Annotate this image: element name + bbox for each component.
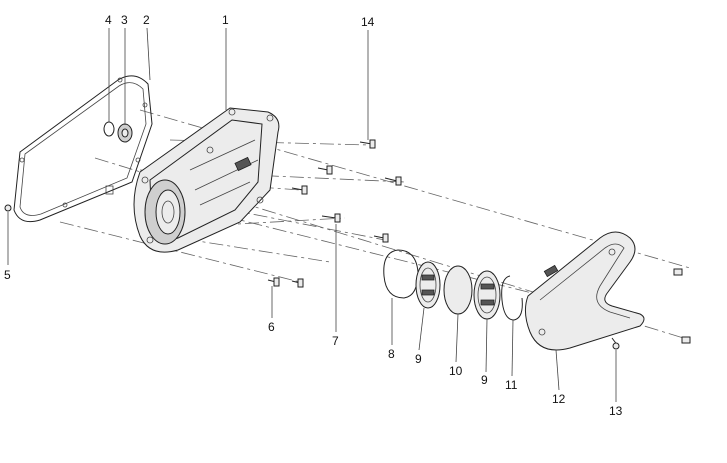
callout-1: 1 [222, 13, 229, 27]
bolt [291, 185, 308, 195]
bolt [673, 268, 683, 276]
bolt [384, 176, 402, 186]
callout-12: 12 [552, 392, 566, 406]
bolt-13 [611, 337, 620, 350]
callout-9a: 9 [415, 352, 422, 366]
callout-13: 13 [609, 404, 623, 418]
bolt [317, 165, 333, 175]
callout-6: 6 [268, 320, 275, 334]
callout-14: 14 [361, 15, 375, 29]
callout-7: 7 [332, 334, 339, 348]
callout-4: 4 [105, 13, 112, 27]
ring-8 [383, 249, 419, 299]
bolt-6 [267, 277, 280, 287]
crankcase-cover [133, 107, 280, 253]
filter-screen-9a [415, 261, 441, 309]
callout-9b: 9 [481, 373, 488, 387]
bolt [681, 336, 691, 344]
gasket [13, 75, 153, 223]
circlip [103, 121, 115, 137]
callout-labels: 1 2 3 4 5 6 7 8 9 9 10 11 12 13 14 [4, 13, 623, 418]
callout-5: 5 [4, 268, 11, 282]
outer-cover [524, 231, 645, 351]
callout-2: 2 [143, 13, 150, 27]
leader-lines [7, 27, 617, 402]
disc-10 [443, 265, 473, 315]
ring-11 [501, 275, 523, 321]
callout-8: 8 [388, 347, 395, 361]
bolt [291, 278, 304, 288]
bolt-5 [4, 204, 12, 212]
bolt [321, 213, 341, 223]
callout-11: 11 [505, 378, 518, 392]
bolts [4, 139, 402, 288]
callout-10: 10 [449, 364, 463, 378]
oil-seal [117, 123, 133, 143]
bolt [373, 233, 389, 243]
filter-screen-9b [473, 270, 501, 320]
bolt-14 [359, 139, 376, 149]
callout-3: 3 [121, 13, 128, 27]
